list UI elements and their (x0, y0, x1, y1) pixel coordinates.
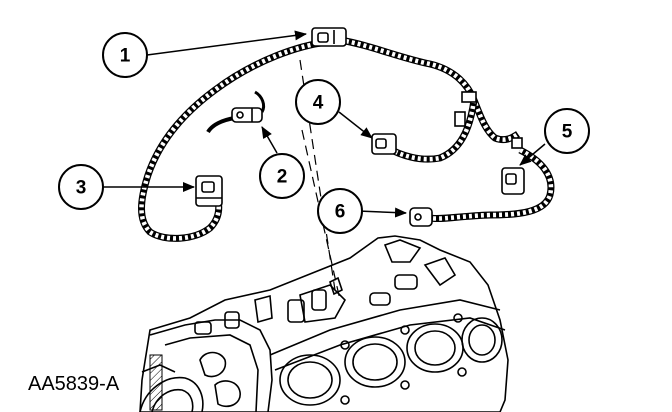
block-hatch (149, 354, 163, 411)
callout-6: 6 (317, 188, 363, 234)
svg-text:5: 5 (562, 122, 573, 143)
figure-id: AA5839-A (28, 373, 120, 395)
svg-text:4: 4 (313, 93, 324, 114)
sensor-2 (231, 107, 263, 123)
callout-1: 1 (102, 32, 148, 78)
connector-5 (501, 167, 525, 195)
engine-block (139, 235, 509, 412)
callout-2: 2 (259, 153, 305, 199)
wiring-harness (138, 36, 555, 242)
callout-5: 5 (544, 108, 590, 154)
connector-3 (195, 175, 223, 207)
callout-arrows (103, 30, 546, 218)
connector-4 (371, 133, 397, 155)
svg-text:3: 3 (76, 178, 87, 199)
svg-text:1: 1 (120, 46, 131, 67)
callout-3: 3 (58, 164, 104, 210)
svg-text:6: 6 (335, 202, 346, 223)
sensor-6 (409, 207, 433, 227)
connector-1 (311, 27, 347, 47)
svg-text:2: 2 (277, 167, 288, 188)
callout-4: 4 (295, 79, 341, 125)
